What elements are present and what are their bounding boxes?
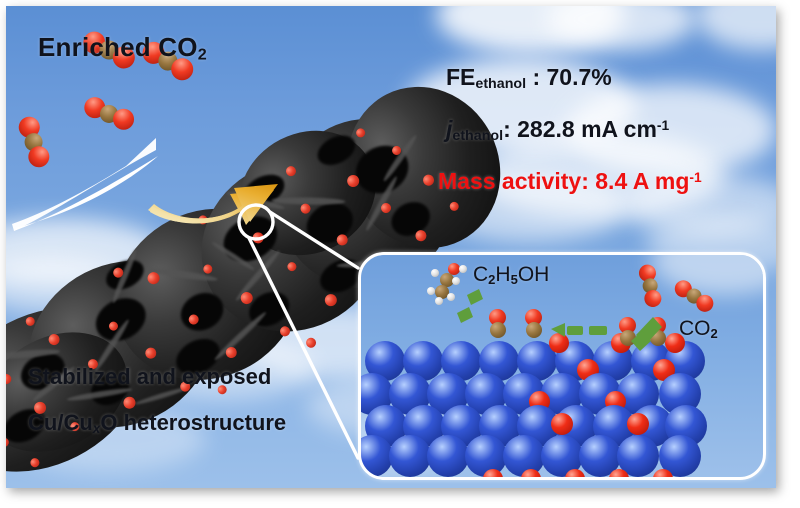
metric-mass-separator: :: [581, 168, 596, 194]
stabilized-text: Stabilized and exposed: [28, 364, 272, 389]
ethanol-label: C2H5OH: [473, 263, 549, 287]
cu-cuxo-lattice: [361, 333, 707, 477]
metric-j-separator: :: [503, 116, 518, 142]
metric-mass-exponent: -1: [689, 169, 702, 185]
co2-label: CO2: [679, 317, 718, 341]
ethanol-h: H: [495, 263, 511, 286]
metric-fe-value: 70.7%: [546, 64, 612, 90]
green-reaction-arrows: [457, 289, 662, 351]
ethanol-sub2: 5: [510, 271, 518, 287]
metric-fe-symbol: FE: [446, 64, 476, 90]
material-suffix: O heterostructure: [100, 410, 287, 435]
metric-j-value: 282.8 mA cm: [517, 116, 657, 142]
metric-fe-subscript: ethanol: [475, 76, 527, 93]
co2-text: CO: [679, 317, 711, 340]
enriched-co2-text: Enriched CO: [38, 32, 198, 62]
material-prefix: Cu/Cu: [28, 410, 93, 435]
metric-j-exponent: -1: [656, 117, 670, 133]
metric-fe-ethanol: FEethanol : 70.7%: [446, 64, 612, 92]
graphical-abstract-figure: Enriched CO2 FEethanol : 70.7% jethanol:…: [6, 6, 776, 488]
material-line: Cu/CuxO heterostructure: [28, 410, 286, 436]
metric-j-ethanol: jethanol: 282.8 mA cm-1: [446, 116, 669, 144]
stabilized-line: Stabilized and exposed: [28, 364, 271, 390]
enriched-co2-subscript: 2: [197, 45, 207, 64]
metric-mass-activity: Mass activity: 8.4 A mg-1: [438, 168, 702, 195]
ethanol-oh: OH: [517, 263, 550, 286]
metric-j-subscript: ethanol: [452, 128, 504, 145]
enriched-co2-label: Enriched CO2: [38, 32, 207, 65]
magnifier-callout: [237, 203, 360, 460]
flow-arrows: [12, 138, 278, 231]
ethanol-sub1: 2: [488, 271, 496, 287]
metric-fe-separator: :: [526, 64, 547, 90]
metric-j-symbol: j: [446, 116, 453, 142]
mechanism-inset-panel: C2H5OH CO2: [358, 252, 766, 480]
material-subscript: x: [92, 421, 101, 436]
metric-mass-symbol: Mass activity: [438, 168, 582, 194]
metric-mass-value: 8.4 A mg: [595, 168, 690, 194]
co2-subscript: 2: [710, 325, 718, 341]
ethanol-c: C: [473, 263, 489, 286]
